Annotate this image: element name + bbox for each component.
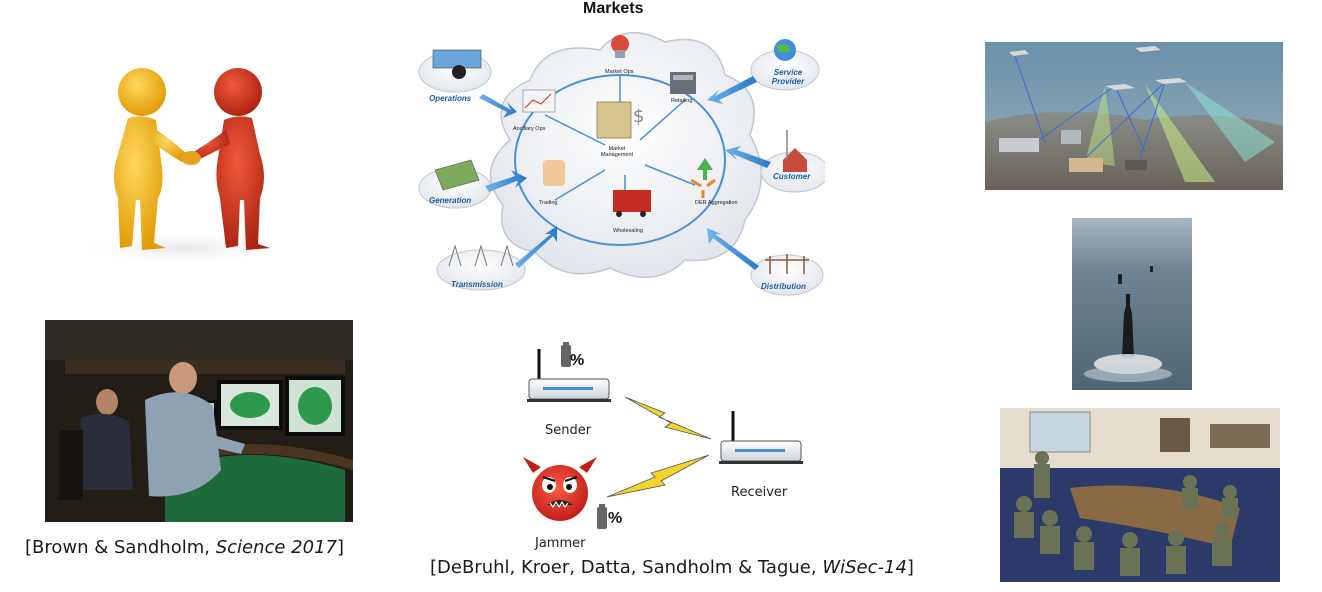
operations-label: Operations	[429, 94, 472, 103]
sender-battery-icon	[561, 342, 571, 367]
svg-text:$: $	[633, 106, 644, 127]
jammer-devil-icon	[523, 457, 597, 521]
transmission-label: Transmission	[451, 280, 503, 289]
markets-diagram: $ Market Ops Retailing Ancillary Ops Mar…	[415, 20, 830, 310]
sender-router-icon	[527, 349, 611, 402]
poker-citation-post: ]	[337, 537, 345, 558]
poker-citation-venue: Science 2017	[215, 537, 337, 558]
sender-label: Sender	[545, 423, 592, 438]
market-management-label: Market Management	[600, 146, 634, 158]
submarine-photo	[1072, 218, 1192, 390]
jammer-battery-icon	[597, 504, 607, 529]
retailing-label: Retailing	[671, 98, 693, 104]
sender-battery-percent: %	[570, 352, 585, 369]
market-ops-label: Market Ops	[605, 69, 634, 75]
jammer-bolt-icon	[606, 454, 710, 498]
der-aggregation-label: DER Aggregation	[695, 200, 738, 206]
customer-label: Customer	[773, 172, 811, 181]
wisec-citation-post: ]	[906, 557, 914, 578]
military-briefing-photo	[1000, 408, 1280, 582]
jammer-battery-percent: %	[608, 510, 623, 527]
trading-label: Trading	[539, 200, 558, 206]
markets-title: Markets	[583, 0, 644, 17]
poker-citation: [Brown & Sandholm, Science 2017]	[25, 537, 344, 558]
service-provider-label: Service Provider	[771, 68, 805, 86]
wisec-citation-venue: WiSec-14	[822, 557, 907, 578]
poker-players-photo	[45, 320, 353, 522]
handshake-figures-image	[70, 58, 294, 270]
jammer-label: Jammer	[535, 536, 586, 551]
ancillary-ops-label: Ancillary Ops	[513, 126, 546, 132]
wisec-citation-pre: [DeBruhl, Kroer, Datta, Sandholm & Tague…	[430, 557, 823, 578]
wholesaling-label: Wholesaling	[613, 228, 643, 234]
receiver-label: Receiver	[731, 485, 788, 500]
drone-surveillance-image	[985, 42, 1283, 190]
jamming-diagram: % % Sender Receiver Jammer	[515, 335, 815, 557]
generation-label: Generation	[429, 196, 472, 205]
distribution-label: Distribution	[761, 282, 806, 291]
sender-bolt-icon	[624, 396, 712, 440]
receiver-router-icon	[719, 411, 803, 464]
poker-citation-pre: [Brown & Sandholm,	[25, 537, 216, 558]
wisec-citation: [DeBruhl, Kroer, Datta, Sandholm & Tague…	[430, 557, 914, 578]
